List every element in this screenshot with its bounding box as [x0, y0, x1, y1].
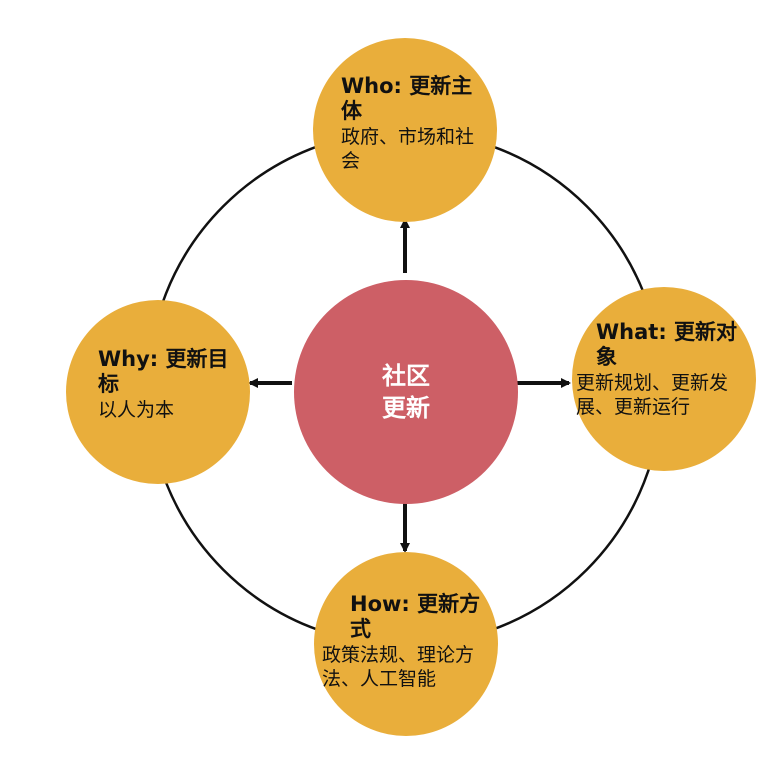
- node-why-body: 以人为本: [98, 399, 175, 421]
- node-how-text: How: 更新方式 政策法规、理论方法、人工智能: [322, 592, 494, 691]
- node-who-body: 政府、市场和社会: [341, 126, 475, 172]
- node-who-text: Who: 更新主体 政府、市场和社会: [341, 74, 486, 173]
- node-what: What: 更新对象 更新规划、更新发展、更新运行: [572, 287, 756, 471]
- node-why-title: Why: 更新目标: [98, 347, 229, 396]
- center-node: 社区 更新: [294, 280, 518, 504]
- node-who-title: Who: 更新主体: [341, 74, 473, 123]
- node-why-text: Why: 更新目标 以人为本: [98, 347, 238, 422]
- node-what-text: What: 更新对象 更新规划、更新发展、更新运行: [576, 320, 751, 419]
- node-what-body: 更新规划、更新发展、更新运行: [576, 372, 729, 418]
- node-how: How: 更新方式 政策法规、理论方法、人工智能: [314, 552, 498, 736]
- node-how-body: 政策法规、理论方法、人工智能: [322, 644, 475, 690]
- node-how-title: How: 更新方式: [350, 592, 481, 641]
- center-label-line1: 社区: [382, 362, 430, 390]
- node-why: Why: 更新目标 以人为本: [66, 300, 250, 484]
- center-label-line2: 更新: [382, 394, 430, 422]
- node-what-title: What: 更新对象: [596, 320, 738, 369]
- node-who: Who: 更新主体 政府、市场和社会: [313, 38, 497, 222]
